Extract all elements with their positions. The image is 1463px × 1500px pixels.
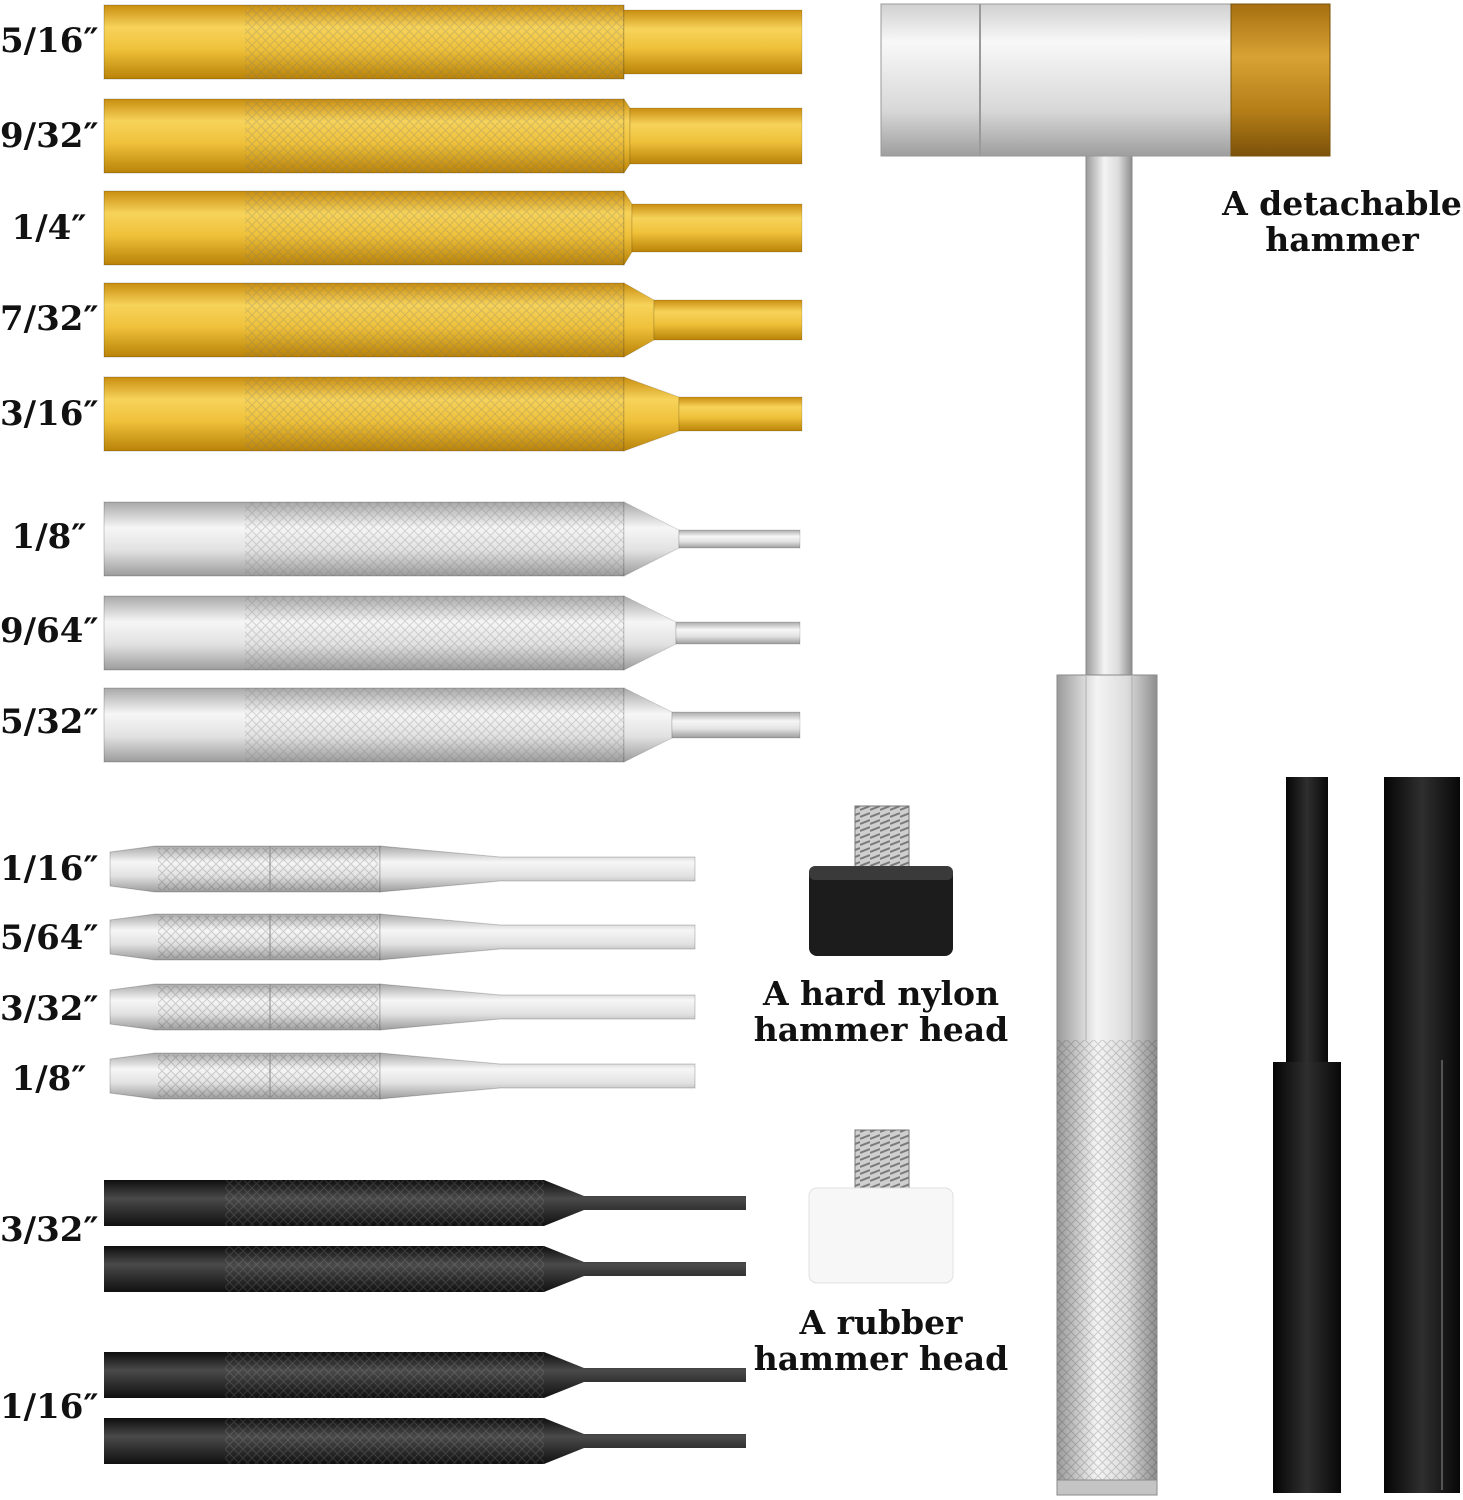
silver-punch [103, 501, 801, 577]
small-punch-group [109, 845, 696, 1100]
hammer-shaft [1085, 149, 1133, 686]
black-punch [104, 1418, 746, 1464]
size-label-silver-2: 9/64″ [0, 611, 99, 651]
size-label-gold-1: 5/16″ [0, 21, 99, 61]
size-label-silver-3: 5/32″ [0, 702, 99, 742]
silver-punch-group [103, 501, 801, 763]
small-punch [109, 1052, 696, 1100]
caption-line: A hard nylon [762, 974, 1000, 1013]
small-punch [109, 913, 696, 961]
caption-detachable-hammer: A detachable hammer [1222, 186, 1462, 258]
caption-line: hammer head [753, 1010, 1009, 1049]
size-label-small-2: 5/64″ [0, 918, 99, 958]
size-label-silver-1: 1/8″ [11, 517, 87, 557]
size-label-black-2: 1/16″ [0, 1387, 99, 1427]
caption-line: hammer head [753, 1339, 1009, 1378]
hammer-head-steel [880, 3, 1232, 157]
black-punch [104, 1352, 746, 1398]
gold-punch [103, 376, 803, 452]
nylon-hammer-head [809, 805, 953, 956]
size-label-small-3: 3/32″ [0, 989, 99, 1029]
black-punch-group [104, 1180, 746, 1464]
rubber-hammer-head [808, 1129, 954, 1284]
caption-nylon-head: A hard nylon hammer head [748, 976, 1014, 1048]
caption-line: A rubber [799, 1303, 963, 1342]
gold-punch [103, 282, 803, 358]
detachable-hammer [880, 3, 1331, 1496]
silver-punch [103, 687, 801, 763]
size-label-gold-3: 1/4″ [11, 208, 87, 248]
black-rod-left [1286, 777, 1328, 1067]
size-label-small-4: 1/8″ [11, 1059, 87, 1099]
black-extension-rods [1273, 777, 1460, 1493]
gold-punch [103, 97, 803, 175]
black-rod-right [1384, 777, 1460, 1493]
small-punch [109, 845, 696, 893]
black-punch [104, 1180, 746, 1226]
silver-punch [103, 595, 801, 671]
size-label-gold-5: 3/16″ [0, 394, 99, 434]
size-label-gold-2: 9/32″ [0, 116, 99, 156]
hammer-head-brass-face [1230, 3, 1331, 157]
size-label-black-1: 3/32″ [0, 1210, 99, 1250]
caption-rubber-head: A rubber hammer head [748, 1305, 1014, 1377]
gold-punch-group [103, 4, 803, 452]
gold-punch [103, 4, 803, 80]
black-punch [104, 1246, 746, 1292]
size-label-gold-4: 7/32″ [0, 299, 99, 339]
hammer-handle-grip [1057, 1040, 1157, 1480]
gold-punch [103, 189, 803, 267]
caption-line: hammer [1265, 220, 1419, 259]
size-label-small-1: 1/16″ [0, 849, 99, 889]
caption-line: A detachable [1222, 184, 1462, 223]
small-punch [109, 983, 696, 1031]
